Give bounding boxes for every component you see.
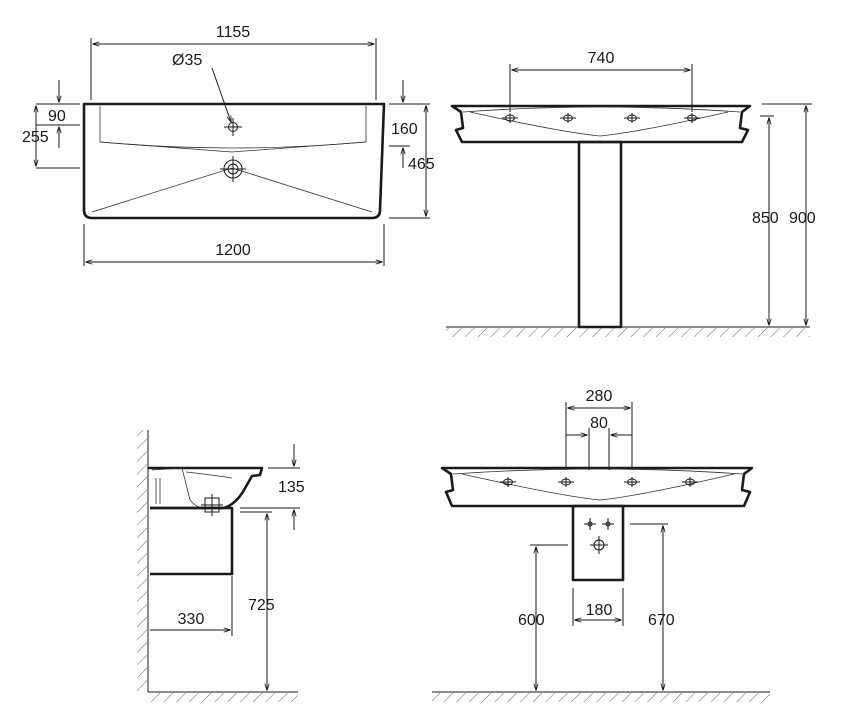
bowl-curve xyxy=(469,111,729,137)
tap-hole xyxy=(224,118,242,136)
dim-725: 725 xyxy=(248,597,275,614)
floor-hatch-side xyxy=(148,693,298,702)
dim-180: 180 xyxy=(586,602,613,619)
dim-600: 600 xyxy=(518,612,545,629)
dim-width-1200: 1200 xyxy=(215,242,251,259)
front-view-pedestal: 740 850 900 xyxy=(446,50,816,337)
basin-front-outline-2 xyxy=(440,466,754,508)
wall-hatch xyxy=(137,430,147,692)
dim-850: 850 xyxy=(752,210,779,227)
dim-hole-diameter: Ø35 xyxy=(172,52,202,69)
dim-330: 330 xyxy=(178,611,205,628)
dim-465: 465 xyxy=(408,156,435,173)
semi-pedestal-front xyxy=(571,504,625,582)
dim-255: 255 xyxy=(22,129,49,146)
drain-hole xyxy=(220,156,246,182)
top-view: 1155 Ø35 90 255 160 465 1200 xyxy=(22,24,435,266)
tap-holes-front xyxy=(502,113,700,123)
semi-pedestal-side xyxy=(150,506,234,576)
dim-280: 280 xyxy=(586,388,613,405)
dim-135: 135 xyxy=(278,479,305,496)
dim-width-1155: 1155 xyxy=(216,24,251,41)
dim-80: 80 xyxy=(590,415,608,432)
pedestal-column xyxy=(577,140,623,329)
drain-side xyxy=(201,494,223,516)
dim-740: 740 xyxy=(588,50,615,67)
dim-900: 900 xyxy=(789,210,816,227)
basin-slope-lines xyxy=(91,141,373,213)
dim-90: 90 xyxy=(48,108,66,125)
floor-hatch-1 xyxy=(446,328,810,337)
floor-hatch-2 xyxy=(432,693,770,702)
basin-front-outline xyxy=(450,104,752,144)
dim-670: 670 xyxy=(648,612,675,629)
tap-holes-front-2 xyxy=(500,477,698,487)
wall-fixing-points xyxy=(584,518,614,554)
side-view: 135 725 330 xyxy=(137,430,305,702)
basin-outline-top xyxy=(82,102,386,220)
front-view-semi: 280 80 180 600 670 xyxy=(432,388,770,702)
dim-160: 160 xyxy=(391,121,418,138)
